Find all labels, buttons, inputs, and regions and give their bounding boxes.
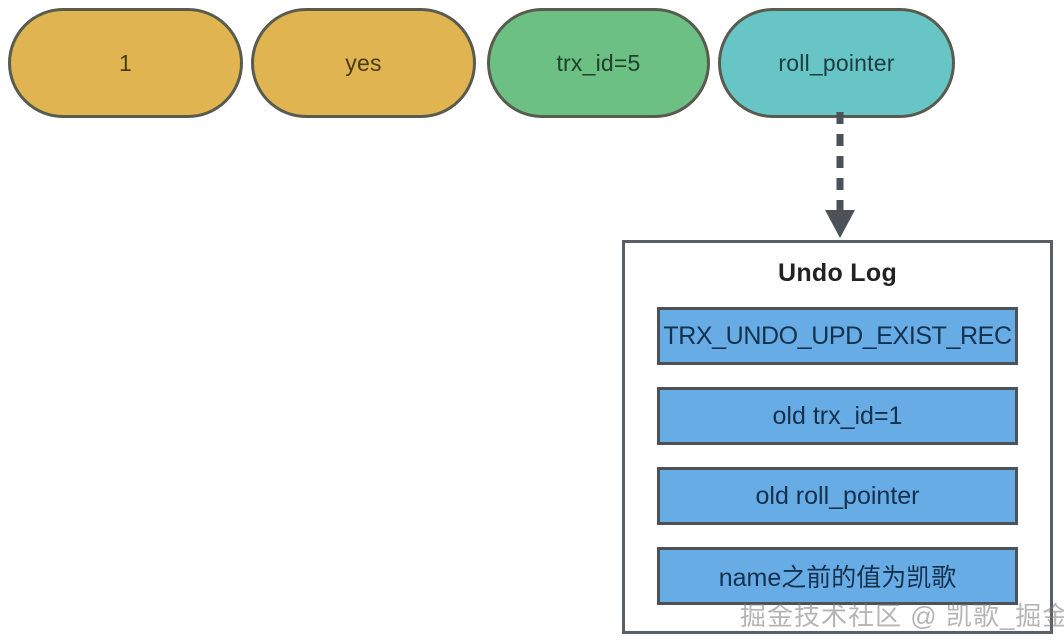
undo-log-row-list: TRX_UNDO_UPD_EXIST_REC old trx_id=1 old … <box>657 307 1018 627</box>
undo-log-row-old-roll-pointer: old roll_pointer <box>657 467 1018 525</box>
undo-log-row-old-trx-id-label: old trx_id=1 <box>772 401 903 430</box>
record-pill-flag: yes <box>251 8 476 118</box>
record-pill-trx-id-label: trx_id=5 <box>556 49 641 76</box>
undo-log-row-type: TRX_UNDO_UPD_EXIST_REC <box>657 307 1018 365</box>
record-pill-roll-pointer-label: roll_pointer <box>778 49 895 76</box>
record-pill-id-label: 1 <box>119 49 132 76</box>
record-pill-trx-id: trx_id=5 <box>487 8 710 118</box>
roll-pointer-to-undo-log-arrow-icon <box>825 112 855 238</box>
undo-log-row-old-trx-id: old trx_id=1 <box>657 387 1018 445</box>
undo-log-row-old-name-value-label: name之前的值为凯歌 <box>718 564 957 592</box>
record-pill-id: 1 <box>8 8 243 118</box>
undo-log-row-type-label: TRX_UNDO_UPD_EXIST_REC <box>663 321 1012 350</box>
undo-log-row-old-roll-pointer-label: old roll_pointer <box>755 481 920 510</box>
undo-log-box: Undo Log TRX_UNDO_UPD_EXIST_REC old trx_… <box>622 240 1053 634</box>
record-pill-flag-label: yes <box>345 49 382 76</box>
undo-log-row-old-name-value: name之前的值为凯歌 <box>657 547 1018 605</box>
undo-log-title: Undo Log <box>777 259 898 287</box>
record-pill-roll-pointer: roll_pointer <box>718 8 955 118</box>
